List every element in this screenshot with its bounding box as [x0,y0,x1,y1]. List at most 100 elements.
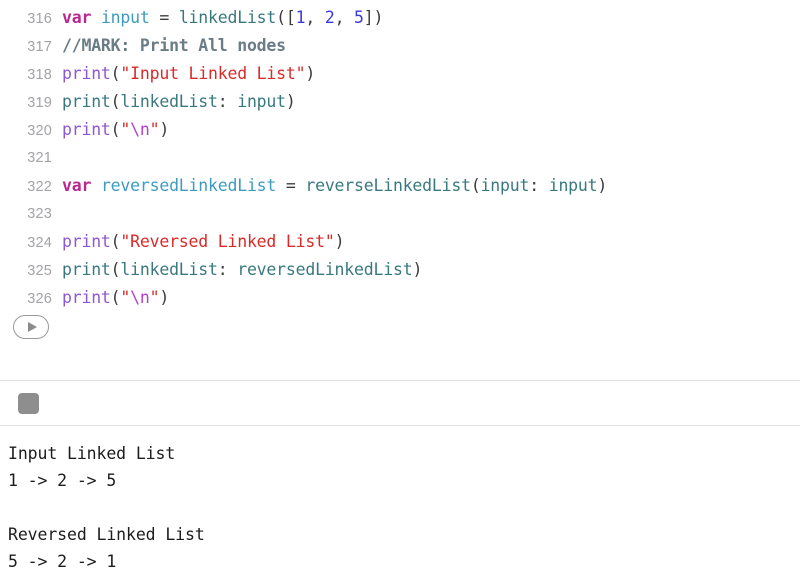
token-plain: : [217,260,238,279]
token-call: linkedList [120,260,218,279]
token-print: print [62,288,111,307]
token-call: reverseLinkedList [305,176,471,195]
token-call: input [237,92,286,111]
code-text: print("Input Linked List") [62,60,315,88]
token-plain: ) [159,120,170,139]
token-plain: = [276,176,306,195]
token-plain: , [305,8,325,27]
line-number: 319 [27,95,52,111]
token-plain: ) [334,232,345,251]
token-plain: : [529,176,549,195]
token-varname: input [100,8,150,27]
token-plain: ( [110,120,121,139]
token-plain: ) [159,288,170,307]
console-output-line: Input Linked List [8,444,176,463]
play-triangle-icon [28,322,37,332]
token-plain: ) [597,176,608,195]
token-print: print [62,64,111,83]
token-string: " [149,120,160,139]
token-comment: //MARK: Print All nodes [62,36,286,55]
token-plain: ) [412,260,423,279]
line-number: 322 [27,179,52,195]
token-plain: ) [285,92,296,111]
line-number: 325 [27,263,52,279]
token-plain: ( [470,176,481,195]
console-output-line [8,494,800,521]
token-string: " [120,288,131,307]
console-output-line: 1 -> 2 -> 5 [8,471,117,490]
token-plain: ( [110,64,121,83]
token-string: " [120,120,131,139]
token-number: 2 [324,8,335,27]
line-number: 321 [27,150,52,166]
line-number: 326 [27,291,52,307]
code-line: 317 //MARK: Print All nodes [0,32,800,60]
token-plain: ([ [276,8,296,27]
token-number: 1 [295,8,306,27]
code-text: print("\n") [62,116,169,144]
code-text: var reversedLinkedList = reverseLinkedLi… [62,172,607,200]
line-number: 323 [27,206,52,222]
token-escape: \n [130,120,150,139]
token-plain: ( [110,92,121,111]
line-number: 318 [27,67,52,83]
token-call: input [480,176,530,195]
token-call: reversedLinkedList [237,260,413,279]
run-button-slot [0,315,62,339]
code-line: 319 print(linkedList: input) [0,88,800,116]
token-varname: reversedLinkedList [100,176,277,195]
token-string: "Reversed Linked List" [120,232,335,251]
console-toolbar [0,380,800,426]
code-text: print("Reversed Linked List") [62,228,344,256]
token-call: linkedList [120,92,218,111]
token-plain [91,176,101,195]
console-output-line: 5 -> 2 -> 1 [8,552,117,571]
code-text: //MARK: Print All nodes [62,32,286,60]
code-text: print(linkedList: input) [62,88,296,116]
console-output-list: Input Linked List 1 -> 2 -> 5 Reversed Lin… [8,440,800,575]
token-plain: : [217,92,238,111]
token-number: 5 [354,8,364,27]
line-number: 320 [27,123,52,139]
code-text: print("\n") [62,284,169,312]
token-string: "Input Linked List" [120,64,306,83]
token-plain [91,8,101,27]
line-number: 317 [27,39,52,55]
token-print: print [62,120,111,139]
token-plain: ( [110,260,121,279]
play-icon[interactable] [13,315,49,339]
token-plain: = [149,8,179,27]
console-output-panel[interactable]: Input Linked List 1 -> 2 -> 5 Reversed Lin… [0,426,800,575]
line-number: 324 [27,235,52,251]
code-line: 321 [0,144,800,172]
console-output-line: Reversed Linked List [8,525,205,544]
token-plain: , [334,8,355,27]
code-line: 322 var reversedLinkedList = reverseLinke… [0,172,800,200]
code-text: print(linkedList: reversedLinkedList) [62,256,422,284]
stop-square-icon[interactable] [18,392,39,414]
token-keyword: var [62,176,92,195]
token-call: print [62,92,111,111]
token-string: " [149,288,160,307]
token-plain: ( [110,288,121,307]
token-escape: \n [130,288,150,307]
code-line: 324 print("Reversed Linked List") [0,228,800,256]
code-line: 323 [0,200,800,228]
code-line: 318 print("Input Linked List") [0,60,800,88]
code-line: 325 print(linkedList: reversedLinkedList) [0,256,800,284]
token-keyword: var [62,8,92,27]
code-text: var input = linkedList([1, 2, 5]) [62,4,383,32]
run-button-row [0,312,800,342]
token-call: print [62,260,111,279]
token-plain: ) [305,64,316,83]
token-plain: ]) [363,8,384,27]
token-print: print [62,232,111,251]
token-call: input [548,176,598,195]
token-call: linkedList [178,8,277,27]
token-plain: ( [110,232,121,251]
